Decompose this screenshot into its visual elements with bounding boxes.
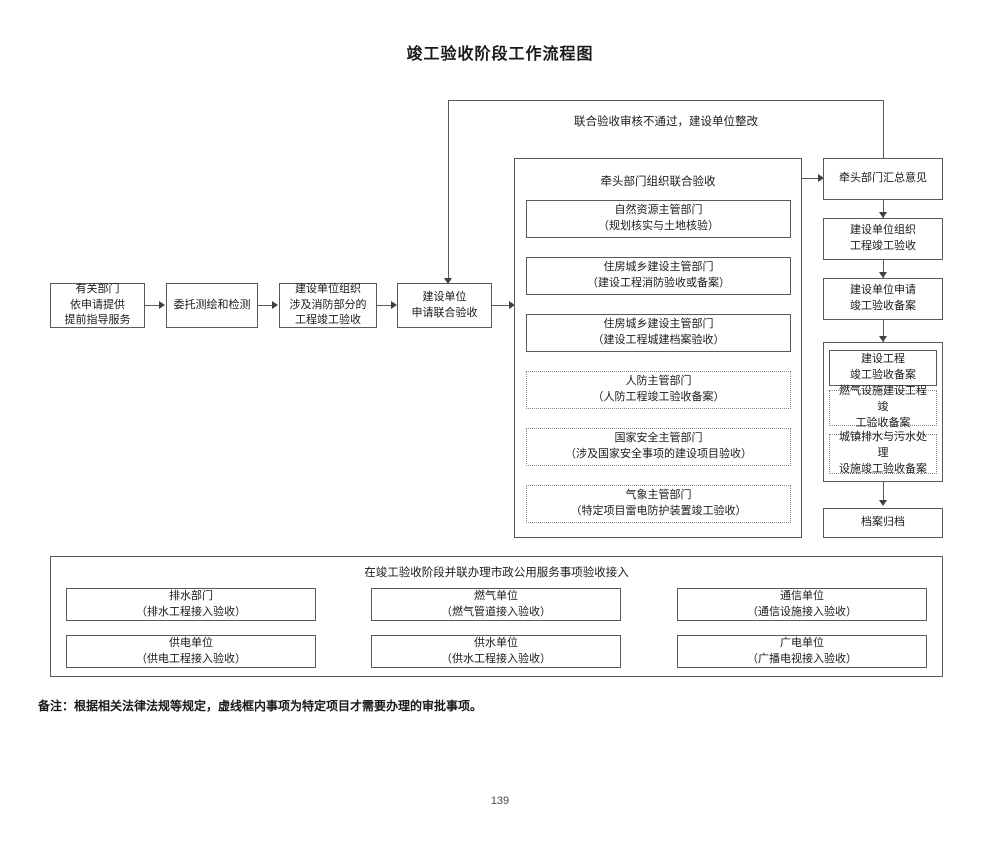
feedback-line-up: [883, 100, 884, 160]
connector-r2-r3: [883, 260, 884, 278]
feedback-line-across: [448, 100, 884, 101]
joint-acceptance-title: 牵头部门组织联合验收: [600, 176, 716, 188]
municipal-item-gas[interactable]: 燃气单位 （燃气管道接入验收）: [371, 588, 621, 621]
connector-r3-group: [883, 320, 884, 342]
flow-step-4[interactable]: 建设单位 申请联合验收: [397, 283, 492, 328]
connector-joint-summary: [802, 178, 818, 179]
feedback-loop-label: 联合验收审核不通过，建设单位整改: [574, 116, 758, 128]
page-number: 139: [490, 795, 510, 807]
record-item-construction[interactable]: 建设工程 竣工验收备案: [829, 350, 937, 386]
feedback-arrowhead: [444, 278, 452, 284]
joint-item-fire-acceptance[interactable]: 住房城乡建设主管部门 （建设工程消防验收或备案）: [526, 257, 791, 295]
municipal-services-title: 在竣工验收阶段并联办理市政公用服务事项验收接入: [364, 567, 629, 579]
connector-4-joint: [492, 305, 509, 306]
connector-r3-group-arrow: [879, 336, 887, 342]
record-item-gas-facility[interactable]: 燃气设施建设工程竣 工验收备案: [829, 385, 937, 429]
connector-2-3: [258, 305, 272, 306]
connector-2-3-arrow: [272, 301, 278, 309]
right-step-archive[interactable]: 档案归档: [823, 508, 943, 538]
connector-3-4: [377, 305, 391, 306]
connector-r2-r3-arrow: [879, 272, 887, 278]
joint-item-meteorology[interactable]: 气象主管部门 （特定项目雷电防护装置竣工验收）: [526, 485, 791, 523]
joint-item-natural-resources[interactable]: 自然资源主管部门 （规划核实与土地核验）: [526, 200, 791, 238]
joint-item-national-security[interactable]: 国家安全主管部门 （涉及国家安全事项的建设项目验收）: [526, 428, 791, 466]
right-step-apply-record[interactable]: 建设单位申请 竣工验收备案: [823, 278, 943, 320]
joint-item-civil-defense[interactable]: 人防主管部门 （人防工程竣工验收备案）: [526, 371, 791, 409]
municipal-item-power[interactable]: 供电单位 （供电工程接入验收）: [66, 635, 316, 668]
flow-step-1[interactable]: 有关部门 依申请提供 提前指导服务: [50, 283, 145, 328]
joint-item-urban-archive[interactable]: 住房城乡建设主管部门 （建设工程城建档案验收）: [526, 314, 791, 352]
connector-r1-r2: [883, 200, 884, 218]
connector-r1-r2-arrow: [879, 212, 887, 218]
right-step-completion-acceptance[interactable]: 建设单位组织 工程竣工验收: [823, 218, 943, 260]
municipal-item-drainage[interactable]: 排水部门 （排水工程接入验收）: [66, 588, 316, 621]
footnote: 备注：根据相关法律法规等规定，虚线框内事项为特定项目才需要办理的审批事项。: [38, 699, 483, 713]
page-title: 竣工验收阶段工作流程图: [406, 46, 594, 63]
flow-step-3[interactable]: 建设单位组织 涉及消防部分的 工程竣工验收: [279, 283, 377, 328]
municipal-item-water[interactable]: 供水单位 （供水工程接入验收）: [371, 635, 621, 668]
connector-1-2-arrow: [159, 301, 165, 309]
municipal-item-telecom[interactable]: 通信单位 （通信设施接入验收）: [677, 588, 927, 621]
right-step-summary[interactable]: 牵头部门汇总意见: [823, 158, 943, 200]
feedback-line-down: [448, 100, 449, 279]
connector-1-2: [145, 305, 159, 306]
connector-joint-summary-arrow: [818, 174, 824, 182]
connector-3-4-arrow: [391, 301, 397, 309]
flow-step-2[interactable]: 委托测绘和检测: [166, 283, 258, 328]
connector-4-joint-arrow: [509, 301, 515, 309]
municipal-item-broadcast[interactable]: 广电单位 （广播电视接入验收）: [677, 635, 927, 668]
connector-group-archive-arrow: [879, 500, 887, 506]
record-item-drainage-sewage[interactable]: 城镇排水与污水处理 设施竣工验收备案: [829, 431, 937, 475]
connector-group-archive: [883, 482, 884, 504]
